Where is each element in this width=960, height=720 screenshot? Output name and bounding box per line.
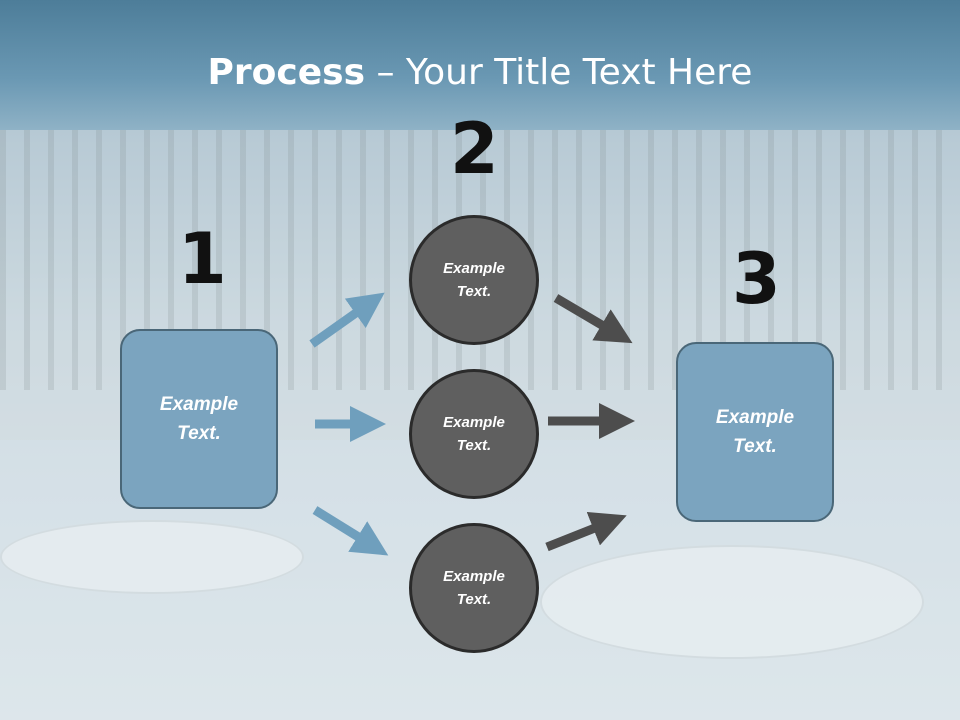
right-box-text: Example Text. — [715, 407, 795, 457]
title-rest: – Your Title Text Here — [365, 52, 753, 93]
step-number-3: 3 — [732, 238, 781, 320]
right-box: Example Text. — [676, 342, 834, 522]
process-circle-top: Example Text. — [409, 215, 539, 345]
circle-text: Example Text. — [443, 260, 505, 300]
background-plate — [540, 545, 924, 659]
step-number-1: 1 — [178, 218, 227, 300]
circle-text: Example Text. — [443, 414, 505, 454]
left-box: Example Text. — [120, 329, 278, 509]
arrow-to-top — [309, 292, 385, 348]
step-number-2: 2 — [450, 108, 499, 190]
circle-text: Example Text. — [443, 568, 505, 608]
background-plate — [0, 520, 304, 594]
arrow-from-bottom — [545, 511, 627, 552]
slide-title: Process – Your Title Text Here — [0, 52, 960, 93]
process-circle-bottom: Example Text. — [409, 523, 539, 653]
title-bar — [0, 0, 960, 130]
arrow-to-bottom — [312, 506, 389, 556]
arrow-from-top — [553, 294, 633, 344]
left-box-text: Example Text. — [159, 394, 239, 444]
process-circle-middle: Example Text. — [409, 369, 539, 499]
title-bold: Process — [207, 52, 366, 93]
